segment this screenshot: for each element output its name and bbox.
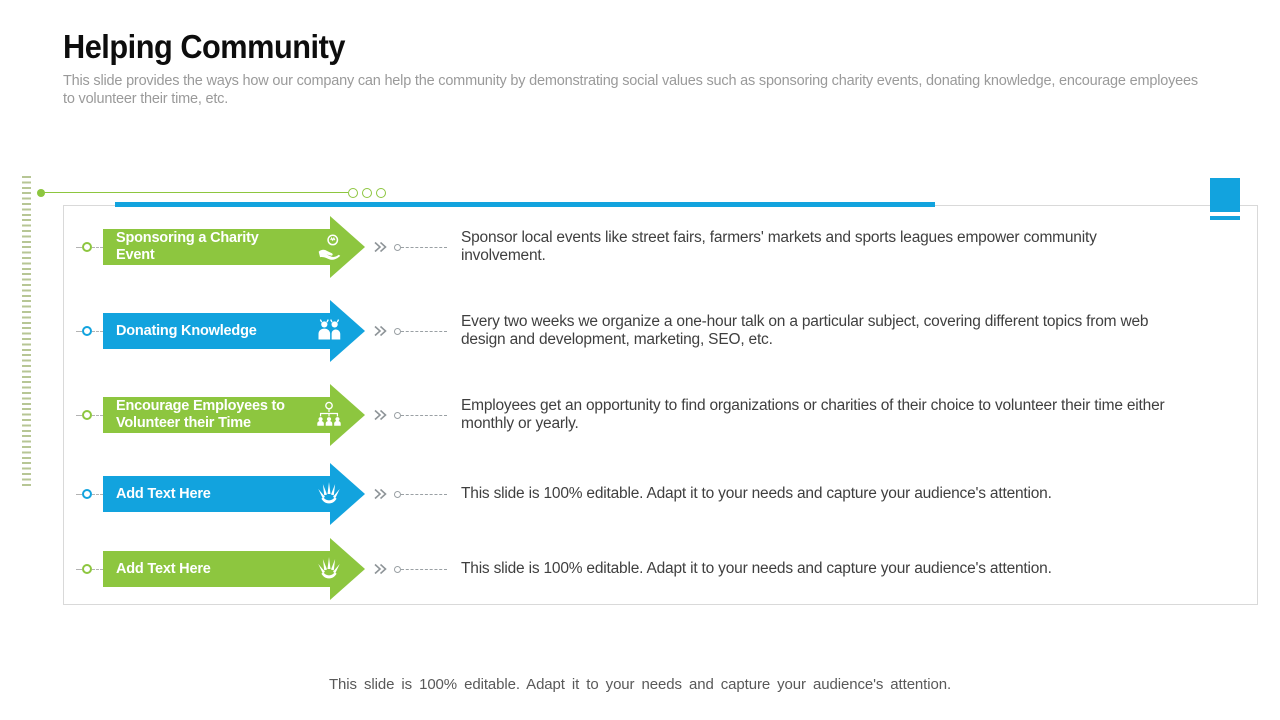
raised-hands-icon [314,554,344,584]
dash-line [401,246,447,248]
dash-line [92,568,103,570]
right-connector [394,243,447,251]
item-description: Sponsor local events like street fairs, … [461,228,1097,264]
left-connector [76,242,103,252]
blue-line-decoration [115,202,935,207]
arrow-banner[interactable]: Sponsoring a Charity Event [103,229,341,265]
circle-decoration [348,188,358,198]
dash-line [401,493,447,495]
list-item-2: Donating Knowledge Every two weeks we or… [64,313,1166,349]
tail-circle [394,411,401,419]
left-ruler-decoration [22,176,31,489]
dash-line [401,414,447,416]
right-connector [394,327,447,335]
chevron-right-icon [374,325,387,337]
arrow-banner[interactable]: Encourage Employees to Volunteer their T… [103,397,341,433]
item-description: This slide is 100% editable. Adapt it to… [461,484,1052,502]
node-circle [82,326,92,336]
tail-circle [394,490,401,498]
left-connector [76,489,103,499]
arrow-banner[interactable]: Donating Knowledge [103,313,341,349]
raised-hands-icon [314,479,344,509]
node-circle [82,242,92,252]
people-icon [314,316,344,346]
list-item-1: Sponsoring a Charity Event Sponsor local… [64,229,1166,265]
slide-subtitle: This slide provides the ways how our com… [63,73,1198,108]
item-description: Every two weeks we organize a one-hour t… [461,312,1149,348]
right-connector [394,565,447,573]
footer-note: This slide is 100% editable. Adapt it to… [328,676,952,693]
content-box: Sponsoring a Charity Event Sponsor local… [63,205,1258,605]
item-description: This slide is 100% editable. Adapt it to… [461,559,1052,577]
list-item-3: Encourage Employees to Volunteer their T… [64,397,1166,433]
right-connector [394,490,447,498]
hand-coin-icon [314,232,344,262]
banner-label: Add Text Here [116,485,211,502]
dash-line [92,493,103,495]
node-circle [82,489,92,499]
dash-line [76,493,82,495]
chevron-right-icon [374,241,387,253]
dash-line [92,330,103,332]
dash-line [76,414,82,416]
right-connector [394,411,447,419]
page-title: Helping Community [63,28,345,65]
org-chart-icon [314,400,344,430]
dash-line [92,246,103,248]
chevron-right-icon [374,488,387,500]
left-connector [76,564,103,574]
dash-line [401,568,447,570]
tail-circle [394,565,401,573]
list-item-4: Add Text Here This slide is 100% editabl… [64,476,1166,512]
banner-label: Sponsoring a Charity Event [116,230,259,263]
blue-bar-decoration [1210,216,1240,220]
green-line-decoration [44,192,348,193]
banner-label: Add Text Here [116,560,211,577]
circle-decoration [362,188,372,198]
green-dot-decoration [37,189,45,197]
chevron-right-icon [374,563,387,575]
left-connector [76,326,103,336]
chevron-right-icon [374,409,387,421]
arrow-banner[interactable]: Add Text Here [103,476,340,512]
dash-line [76,568,82,570]
dash-line [76,246,82,248]
blue-square-decoration [1210,178,1240,212]
dash-line [92,414,103,416]
list-item-5: Add Text Here This slide is 100% editabl… [64,551,1166,587]
node-circle [82,410,92,420]
left-connector [76,410,103,420]
tail-circle [394,327,401,335]
banner-label: Encourage Employees to Volunteer their T… [116,398,285,431]
node-circle [82,564,92,574]
tail-circle [394,243,401,251]
circle-decoration [376,188,386,198]
banner-label: Donating Knowledge [116,322,257,339]
arrow-banner[interactable]: Add Text Here [103,551,340,587]
item-description: Employees get an opportunity to find org… [461,396,1165,432]
dash-line [76,330,82,332]
dash-line [401,330,447,332]
